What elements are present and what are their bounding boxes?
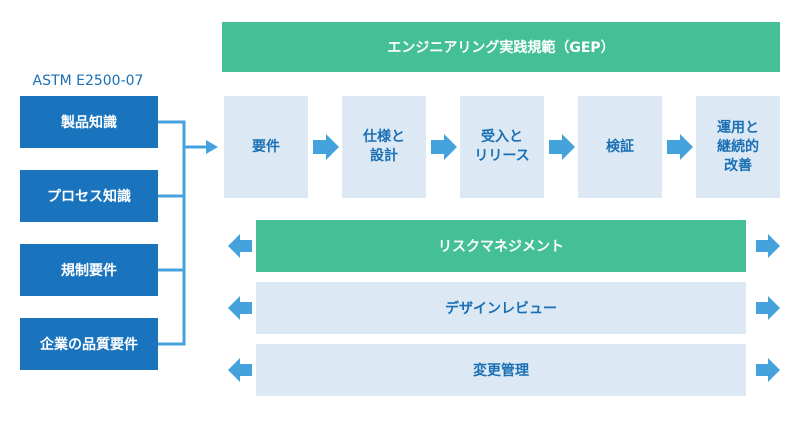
arrow-right-icon (756, 296, 780, 320)
arrow-left-icon (228, 234, 252, 258)
input-product-knowledge: 製品知識 (20, 96, 158, 148)
arrow-right-icon (206, 140, 218, 154)
input-process-knowledge: プロセス知識 (20, 170, 158, 222)
input-regulatory-requirements: 規制要件 (20, 244, 158, 296)
bar-risk-management: リスクマネジメント (256, 220, 746, 272)
stage-operation-improvement: 運用と 継続的 改善 (696, 96, 780, 198)
arrow-left-icon (228, 358, 252, 382)
stage-acceptance-release: 受入と リリース (460, 96, 544, 198)
arrow-right-icon (667, 134, 693, 160)
input-company-quality-requirements: 企業の品質要件 (20, 318, 158, 370)
arrow-right-icon (431, 134, 457, 160)
arrow-right-icon (756, 234, 780, 258)
arrow-left-icon (228, 296, 252, 320)
gep-banner: エンジニアリング実践規範（GEP） (222, 22, 780, 72)
arrow-right-icon (756, 358, 780, 382)
bar-change-management: 変更管理 (256, 344, 746, 396)
standard-label: ASTM E2500-07 (32, 73, 144, 89)
arrow-right-icon (549, 134, 575, 160)
arrow-right-icon (313, 134, 339, 160)
stage-specification-design: 仕様と 設計 (342, 96, 426, 198)
bar-design-review: デザインレビュー (256, 282, 746, 334)
stage-verification: 検証 (578, 96, 662, 198)
stage-requirements: 要件 (224, 96, 308, 198)
